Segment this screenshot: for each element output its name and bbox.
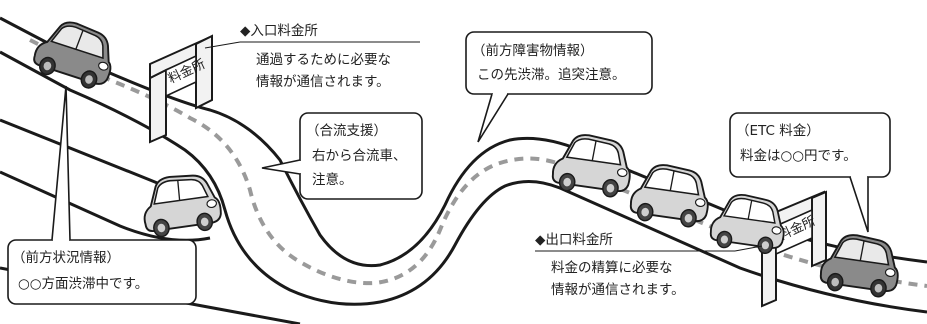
entrance-label: ◆入口料金所 通過するために必要な 情報が通信されます。 xyxy=(204,23,420,90)
forward-status-bubble: （前方状況情報） ○○方面渋滞中です。 xyxy=(7,85,197,305)
forward-obstacle-title: （前方障害物情報） xyxy=(472,42,594,59)
merge-road-lower-edge xyxy=(0,170,211,242)
car-top-left xyxy=(29,13,122,95)
entrance-label-title: ◆入口料金所 xyxy=(240,23,318,39)
exit-label-line2: 情報が通信されます。 xyxy=(551,282,685,298)
etc-fee-line1: 料金は○○円です。 xyxy=(740,148,857,164)
main-road-center-dash xyxy=(29,38,927,288)
exit-label-line1: 料金の精算に必要な xyxy=(551,260,673,276)
merge-support-line2: 注意。 xyxy=(312,171,353,188)
car-queue-3 xyxy=(707,190,790,257)
main-road-lower-edge xyxy=(0,50,927,314)
forward-obstacle-line1: この先渋滞。追突注意。 xyxy=(477,66,626,83)
entrance-toll-gate: 料金所 xyxy=(149,34,213,144)
car-queue-1 xyxy=(549,130,636,201)
forward-status-title: （前方状況情報） xyxy=(12,249,120,266)
forward-status-line1: ○○方面渋滞中です。 xyxy=(18,276,148,292)
forward-obstacle-bubble: （前方障害物情報） この先渋滞。追突注意。 xyxy=(465,31,653,143)
etc-fee-bubble: （ETC 料金） 料金は○○円です。 xyxy=(729,112,891,233)
exit-label-title: ◆出口料金所 xyxy=(535,232,613,248)
merge-support-bubble: （合流支援） 右から合流車、 注意。 xyxy=(261,112,423,200)
merge-support-title: （合流支援） xyxy=(306,123,387,139)
entrance-label-line2: 情報が通信されます。 xyxy=(256,74,390,90)
car-queue-2 xyxy=(627,160,714,231)
entrance-label-line1: 通過するために必要な xyxy=(256,52,391,68)
exit-label: ◆出口料金所 料金の精算に必要な 情報が通信されます。 xyxy=(535,232,763,298)
merge-support-line1: 右から合流車、 xyxy=(312,148,407,164)
etc-fee-title: （ETC 料金） xyxy=(736,123,820,139)
